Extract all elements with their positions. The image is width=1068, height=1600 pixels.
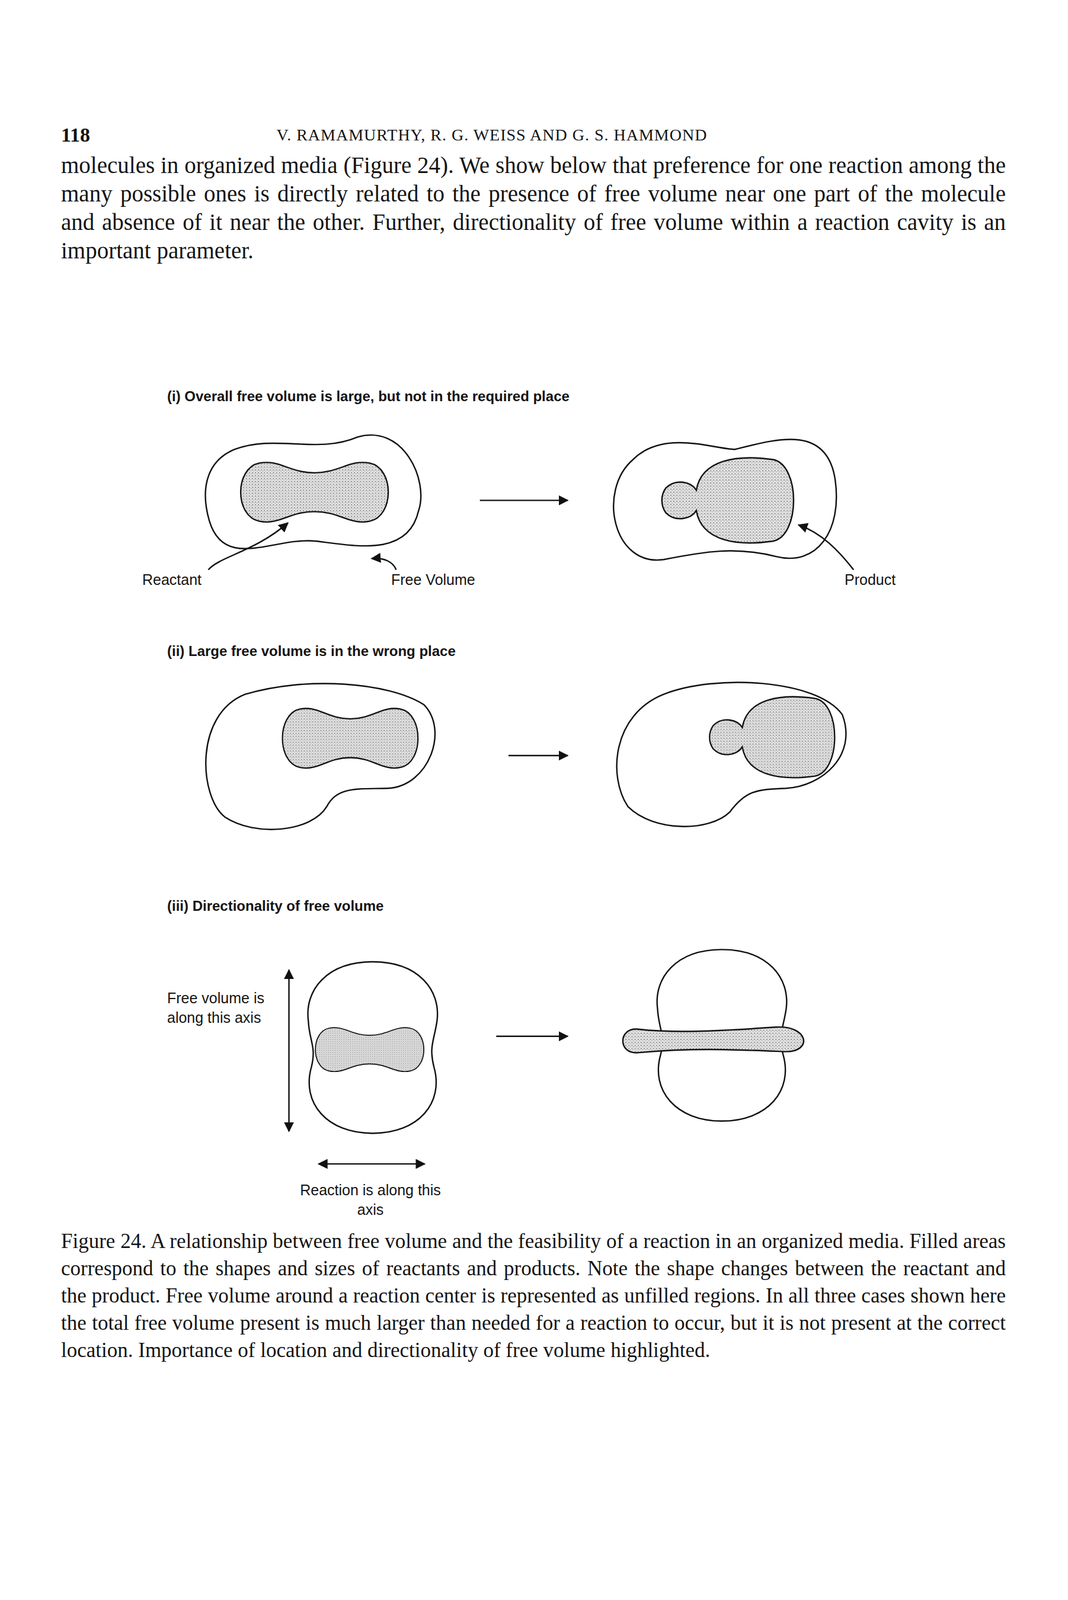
reactant-shape [315, 1027, 424, 1072]
axis-arrow [288, 970, 290, 1132]
panel-heading: (ii) Large free volume is in the wrong p… [167, 642, 879, 661]
figure-caption: Figure 24. A relationship between free v… [61, 1228, 1006, 1365]
leader-line [371, 558, 396, 570]
page-number: 118 [61, 122, 133, 148]
axis-note: Reaction is along this axis [299, 1180, 442, 1220]
cavity-outline [616, 682, 847, 827]
reactant-shape [240, 462, 389, 523]
reaction-arrow [496, 1035, 568, 1038]
cavity-outline [205, 683, 436, 830]
axis-note: Free volume is along this axis [167, 988, 274, 1028]
body-paragraph: molecules in organized media (Figure 24)… [61, 151, 1006, 265]
callout-label: Product [844, 570, 940, 590]
product-shape [622, 1027, 804, 1053]
running-header: V. RAMAMURTHY, R. G. WEISS AND G. S. HAM… [195, 124, 789, 146]
panel-heading: (iii) Directionality of free volume [167, 897, 879, 916]
cavity-outline [205, 435, 422, 549]
product-shape [709, 696, 835, 778]
reaction-arrow [508, 755, 568, 757]
product-shape [662, 458, 794, 544]
leader-line [208, 522, 288, 570]
leader-line [798, 525, 854, 571]
reaction-arrow [480, 499, 568, 501]
callout-label: Free Volume [391, 570, 510, 590]
axis-arrow [318, 1163, 425, 1165]
reactant-shape [282, 708, 419, 769]
cavity-outline [613, 439, 837, 561]
cavity-outline [307, 961, 438, 1134]
callout-label: Reactant [142, 570, 232, 590]
panel-heading: (i) Overall free volume is large, but no… [167, 387, 879, 406]
